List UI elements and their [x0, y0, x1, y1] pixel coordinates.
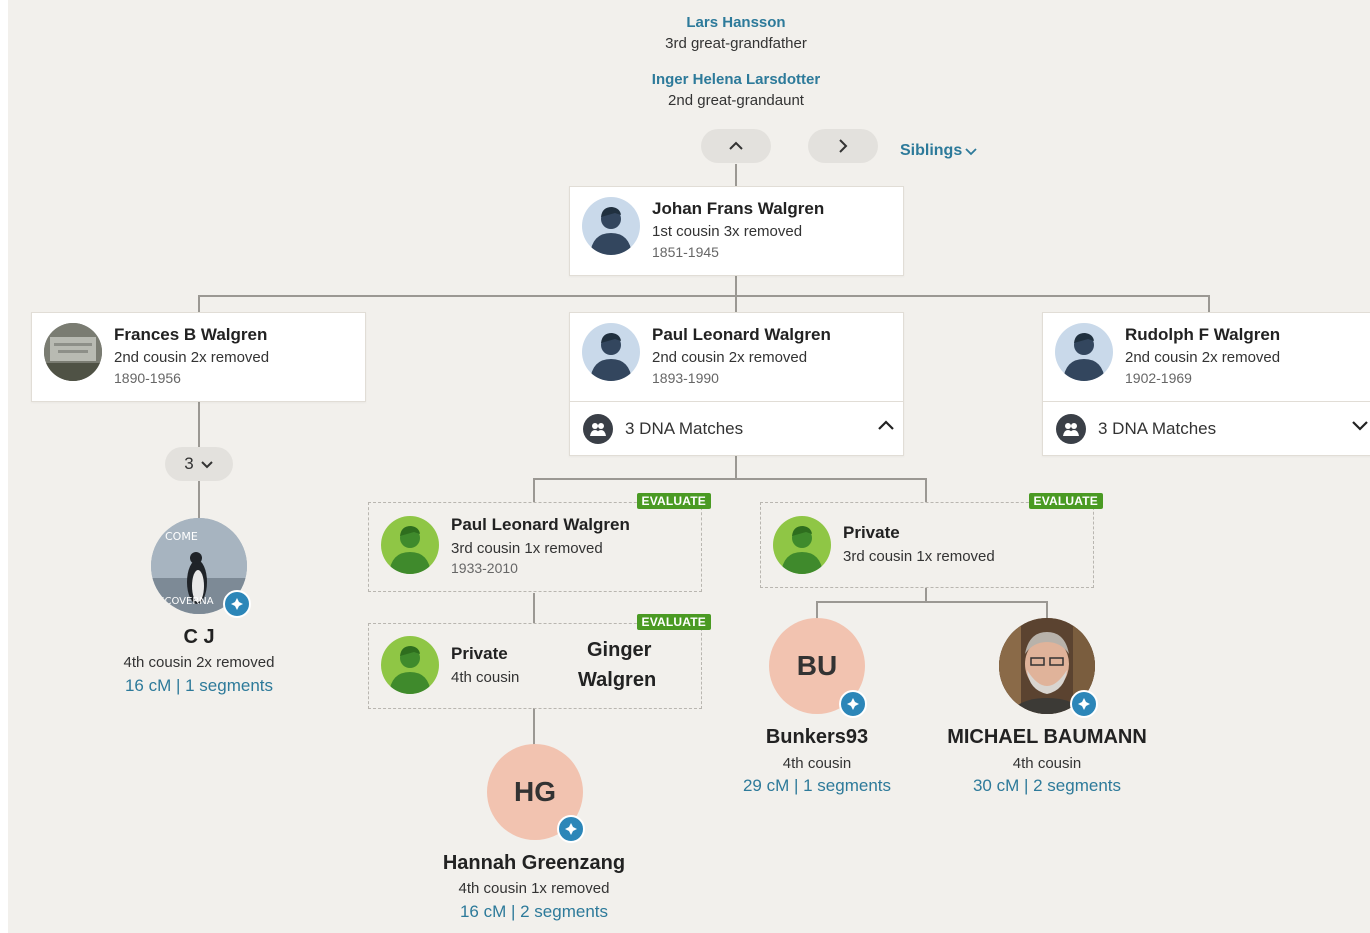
person-relationship: 2nd cousin 2x removed — [652, 349, 808, 366]
family-tree-canvas: Lars Hansson 3rd great-grandfather Inger… — [8, 0, 1370, 933]
match-relationship: 4th cousin 1x removed — [458, 880, 610, 897]
person-silhouette-icon — [381, 636, 439, 694]
evaluate-badge[interactable]: EVALUATE — [636, 614, 711, 630]
ancestor-entry: Lars Hansson 3rd great-grandfather — [586, 14, 886, 52]
connector-line — [816, 601, 1048, 603]
match-initials: HG — [514, 776, 556, 807]
dna-matches-label: 3 DNA Matches — [625, 419, 744, 438]
connector-line — [198, 295, 1210, 297]
dna-matches-icon — [1056, 414, 1086, 444]
match-name[interactable]: C J — [183, 626, 215, 648]
chevron-right-icon — [839, 139, 848, 153]
connector-line — [1208, 295, 1210, 313]
chevron-down-icon — [201, 461, 213, 469]
chevron-up-icon — [878, 420, 894, 430]
person-name[interactable]: Paul Leonard Walgren — [652, 325, 831, 344]
match-name[interactable]: MICHAEL BAUMANN — [947, 726, 1147, 748]
descendant-count: 3 — [184, 454, 194, 473]
person-card-focus[interactable]: Johan Frans Walgren 1st cousin 3x remove… — [569, 186, 904, 276]
connector-line — [533, 708, 535, 746]
person-name: Frances B Walgren — [114, 325, 268, 344]
person-relationship: 2nd cousin 2x removed — [1125, 349, 1281, 366]
match-name[interactable]: Hannah Greenzang — [442, 852, 626, 874]
match-relationship: 4th cousin 2x removed — [123, 654, 275, 671]
match-relationship: 4th cousin — [1012, 755, 1082, 772]
chevron-down-icon — [965, 148, 977, 156]
person-card-frances[interactable]: Frances B Walgren 2nd cousin 2x removed … — [31, 312, 366, 402]
gravestone-photo-icon — [44, 323, 102, 381]
match-card-private-2[interactable]: Private 4th cousin Ginger Walgren EVALUA… — [368, 614, 711, 709]
person-years: 1902-1969 — [1125, 370, 1192, 386]
person-relationship: 2nd cousin 2x removed — [114, 349, 270, 366]
connector-line — [1046, 601, 1048, 621]
overlay-name-line2: Walgren — [578, 669, 657, 691]
connector-line — [533, 593, 535, 623]
match-relationship: 4th cousin — [782, 755, 852, 772]
person-years: 1890-1956 — [114, 370, 181, 386]
shared-match-icon — [223, 590, 251, 618]
chevron-down-icon — [1352, 421, 1368, 431]
person-silhouette-icon — [582, 197, 640, 255]
chevron-up-icon — [729, 141, 743, 150]
match-shared-dna[interactable]: 30 cM | 2 segments — [972, 776, 1122, 795]
person-name: Private — [843, 523, 900, 542]
connector-line — [735, 164, 737, 188]
siblings-toggle[interactable]: Siblings — [900, 142, 978, 160]
person-silhouette-icon — [1055, 323, 1113, 381]
person-card-paul: Paul Leonard Walgren 2nd cousin 2x remov… — [569, 312, 904, 456]
person-years: 1893-1990 — [652, 370, 719, 386]
match-shared-dna[interactable]: 29 cM | 1 segments — [742, 776, 892, 795]
person-name: Johan Frans Walgren — [652, 199, 825, 218]
person-card-rudolph: Rudolph F Walgren 2nd cousin 2x removed … — [1042, 312, 1370, 456]
person-silhouette-icon — [773, 516, 831, 574]
person-name: Private — [451, 644, 508, 663]
match-name[interactable]: Bunkers93 — [765, 726, 869, 748]
connector-line — [925, 588, 927, 602]
siblings-label: Siblings — [900, 142, 963, 159]
person-relationship: 3rd cousin 1x removed — [843, 548, 995, 565]
connector-line — [533, 478, 927, 480]
ancestor-entry: Inger Helena Larsdotter 2nd great-granda… — [586, 71, 886, 109]
ancestor-name-link[interactable]: Inger Helena Larsdotter — [651, 71, 821, 88]
shared-match-icon — [1070, 690, 1098, 718]
connector-line — [735, 295, 737, 313]
ancestor-name-link[interactable]: Lars Hansson — [686, 14, 786, 31]
shared-match-icon — [839, 690, 867, 718]
dna-matches-label: 3 DNA Matches — [1098, 419, 1217, 438]
person-relationship: 3rd cousin 1x removed — [451, 540, 603, 557]
photo-caption-bottom: NCOVERNA — [157, 596, 214, 607]
person-silhouette-icon — [381, 516, 439, 574]
connector-line — [735, 274, 737, 296]
match-initials: BU — [796, 650, 838, 681]
match-card-paul-leonard[interactable]: Paul Leonard Walgren 3rd cousin 1x remov… — [368, 493, 711, 592]
overlay-name-line1: Ginger — [587, 639, 652, 661]
evaluate-badge[interactable]: EVALUATE — [1028, 493, 1103, 509]
next-button[interactable] — [808, 129, 878, 163]
person-relationship: 1st cousin 3x removed — [652, 223, 803, 240]
go-up-button[interactable] — [701, 129, 771, 163]
ancestor-relationship: 2nd great-grandaunt — [668, 92, 804, 109]
descendant-count-toggle[interactable]: 3 — [165, 447, 233, 481]
ancestor-relationship: 3rd great-grandfather — [665, 35, 807, 52]
dna-matches-icon — [583, 414, 613, 444]
connector-line — [925, 478, 927, 502]
person-years: 1933-2010 — [451, 560, 518, 576]
connector-line — [735, 455, 737, 479]
connector-line — [533, 478, 535, 502]
person-relationship: 4th cousin — [451, 669, 520, 686]
connector-line — [198, 295, 200, 313]
person-name: Paul Leonard Walgren — [451, 515, 630, 534]
person-name[interactable]: Rudolph F Walgren — [1125, 325, 1281, 344]
photo-caption-top: COME — [165, 530, 198, 543]
match-shared-dna[interactable]: 16 cM | 1 segments — [124, 676, 274, 695]
evaluate-badge[interactable]: EVALUATE — [636, 493, 711, 509]
match-card-private-1[interactable]: Private 3rd cousin 1x removed EVALUATE — [760, 493, 1103, 588]
match-shared-dna[interactable]: 16 cM | 2 segments — [459, 902, 609, 921]
person-years: 1851-1945 — [652, 244, 719, 260]
connector-line — [816, 601, 818, 621]
dna-matches-toggle[interactable]: 3 DNA Matches — [570, 401, 903, 456]
shared-match-icon — [557, 815, 585, 843]
person-silhouette-icon — [582, 323, 640, 381]
dna-matches-toggle[interactable]: 3 DNA Matches — [1043, 401, 1370, 456]
